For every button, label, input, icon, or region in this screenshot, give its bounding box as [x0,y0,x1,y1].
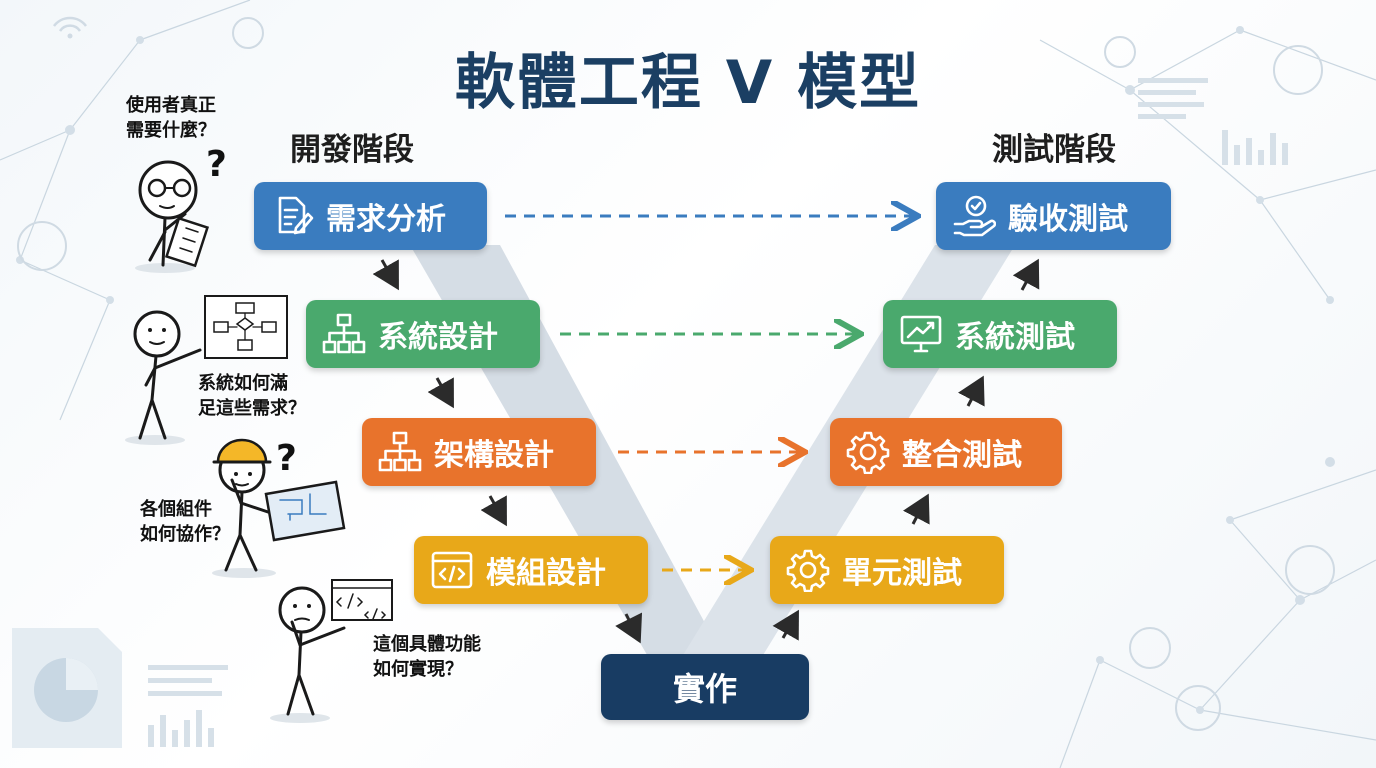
hand-check-icon [953,195,996,237]
flow-arrow-down-1 [372,259,399,291]
question-module: 這個具體功能 如何實現？ [373,634,481,680]
document-pencil-icon [278,196,314,235]
stage-integration-testing: 整合測試 [830,418,1062,486]
stage-label: 驗收測試 [1008,202,1128,237]
flow-arrow-down-2 [427,377,454,409]
phase-heading-development: 開發階段 [290,132,414,168]
gear-icon [846,431,890,474]
stage-implementation: 實作 [601,654,809,720]
stage-label: 系統測試 [955,320,1075,355]
stage-label: 整合測試 [902,438,1022,473]
stage-label: 單元測試 [842,556,962,591]
flow-arrow-up-1 [772,609,799,641]
stage-label: 實作 [672,670,737,708]
code-window-icon [431,551,473,589]
figure-system-design [125,295,288,445]
stage-unit-testing: 單元測試 [770,536,1004,604]
question-mark-icon: ? [276,438,297,479]
flow-arrow-up-3 [958,375,985,407]
stage-label: 架構設計 [434,438,554,473]
gear-icon [786,549,830,592]
question-mark-icon: ? [206,144,227,185]
stage-requirements: 需求分析 [254,182,487,250]
stage-label: 系統設計 [378,320,498,355]
figure-architecture [212,438,346,578]
question-architecture: 各個組件 如何協作？ [140,499,230,545]
figure-requirements [135,160,210,273]
phase-heading-testing: 測試階段 [992,132,1116,168]
flow-arrow-up-4 [1012,258,1040,291]
stage-label: 模組設計 [486,556,606,591]
stage-architecture-design: 架構設計 [362,418,596,486]
stage-system-testing: 系統測試 [883,300,1117,368]
stage-module-design: 模組設計 [414,536,648,604]
hierarchy-icon [322,313,366,354]
stage-system-design: 系統設計 [306,300,540,368]
question-system-design: 系統如何滿 足這些需求？ [198,373,306,419]
flow-arrow-down-4 [615,612,643,644]
hierarchy-icon [378,431,422,472]
flow-arrow-up-2 [903,493,930,525]
stage-acceptance-testing: 驗收測試 [936,182,1171,250]
stage-label: 需求分析 [326,202,446,237]
question-requirements: 使用者真正 需要什麼？ [126,95,216,141]
flow-arrow-down-3 [480,495,507,527]
monitor-chart-icon [900,315,942,353]
diagram-title: 軟體工程 V 模型 [454,48,922,118]
figure-module [270,579,393,723]
